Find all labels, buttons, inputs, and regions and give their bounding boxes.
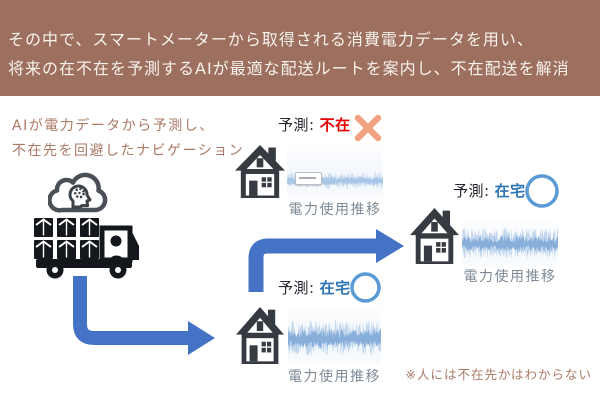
power-usage-graph-home-far xyxy=(462,222,558,266)
annotation-line-2: 不在先を回避したナビゲーション xyxy=(12,143,245,159)
power-usage-graph-absent xyxy=(287,145,383,198)
annotation-line-1: AIが電力データから予測し、 xyxy=(12,118,215,134)
footnote: ※人には不在先かはわからない xyxy=(405,367,592,382)
driver-icon xyxy=(110,235,122,247)
graph-caption: 電力使用推移 xyxy=(288,202,382,218)
gear-icon xyxy=(74,187,85,199)
prediction-status-home: 在宅 xyxy=(319,279,351,297)
prediction-status-absent: 不在 xyxy=(319,116,351,134)
cloud-ai-icon xyxy=(48,172,108,213)
prediction-home-far: 予測: 在宅 xyxy=(453,180,526,201)
graph-tooltip xyxy=(295,172,322,185)
house-icon xyxy=(235,145,285,198)
prediction-status-home: 在宅 xyxy=(494,182,526,200)
header-line-2: 将来の在不在を予測するAIが最適な配送ルートを案内し、不在配送を解消 xyxy=(8,59,570,78)
ai-annotation: AIが電力データから予測し、 不在先を回避したナビゲーション xyxy=(12,114,244,164)
circle-mark-icon xyxy=(350,272,381,303)
route-arrow-up-right-icon xyxy=(248,229,404,292)
prediction-absent: 予測: 不在 xyxy=(278,114,351,135)
header-line-1: その中で、スマートメーターから取得される消費電力データを用い、 xyxy=(8,30,534,49)
prediction-label: 予測: xyxy=(453,182,490,200)
prediction-home-near: 予測: 在宅 xyxy=(278,277,351,298)
cross-mark-icon xyxy=(354,114,382,142)
header-banner: その中で、スマートメーターから取得される消費電力データを用い、 将来の在不在を予… xyxy=(0,0,600,96)
route-arrow-down-right-icon xyxy=(73,276,215,355)
power-usage-graph-home-near xyxy=(288,309,381,365)
circle-mark-icon xyxy=(525,174,559,208)
prediction-label: 予測: xyxy=(278,116,315,134)
delivery-truck-icon xyxy=(34,218,139,279)
prediction-label: 予測: xyxy=(278,279,315,297)
graph-caption: 電力使用推移 xyxy=(463,269,557,285)
house-icon xyxy=(236,307,284,364)
graph-caption: 電力使用推移 xyxy=(288,369,381,385)
package-boxes-icon xyxy=(34,218,99,259)
house-icon xyxy=(410,208,459,264)
